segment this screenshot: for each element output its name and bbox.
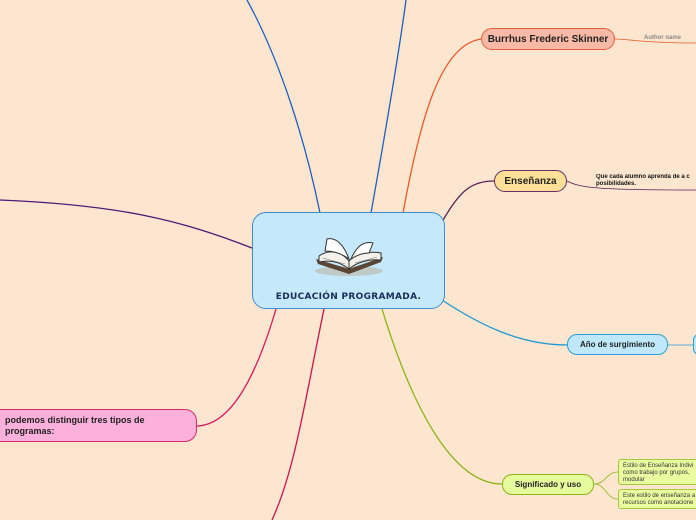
topic-ensenanza[interactable]: Enseñanza bbox=[494, 170, 567, 192]
connector-left bbox=[0, 199, 253, 249]
connector-ensenanza-desc bbox=[566, 180, 696, 191]
connector-sig-leaf-1 bbox=[593, 471, 619, 485]
connector-top-right bbox=[370, 0, 407, 214]
connector-significado bbox=[381, 308, 503, 485]
connector-skinner bbox=[402, 38, 482, 214]
subtopic-significado-2[interactable]: Este estilo de enseñanza a recursos como… bbox=[618, 489, 696, 509]
connector-tipos bbox=[196, 308, 277, 427]
connector-sig-leaf-2 bbox=[593, 483, 619, 500]
central-title: EDUCACIÓN PROGRAMADA. bbox=[275, 292, 422, 302]
subtopic-author-name[interactable]: Author name bbox=[644, 35, 682, 41]
open-book-icon bbox=[315, 238, 383, 276]
central-topic[interactable]: EDUCACIÓN PROGRAMADA. bbox=[252, 212, 445, 309]
topic-tipos-programas[interactable]: podemos distinguir tres tipos de program… bbox=[0, 409, 197, 442]
topic-anio-surgimiento[interactable]: Año de surgimiento bbox=[567, 334, 668, 355]
subtopic-significado-1[interactable]: Estilo de Enseñanza Indivi como trabajo … bbox=[618, 459, 696, 485]
connector-author bbox=[614, 38, 696, 44]
connector-ensenanza bbox=[441, 180, 495, 223]
connector-top-left bbox=[246, 0, 321, 214]
subtopic-ensenanza-description[interactable]: Que cada alumno aprenda de a c posibilid… bbox=[596, 174, 690, 187]
topic-skinner[interactable]: Burrhus Frederic Skinner bbox=[481, 28, 615, 50]
connector-anio bbox=[441, 299, 568, 346]
connector-bottom bbox=[271, 308, 325, 520]
topic-significado-uso[interactable]: Significado y uso bbox=[502, 474, 594, 495]
